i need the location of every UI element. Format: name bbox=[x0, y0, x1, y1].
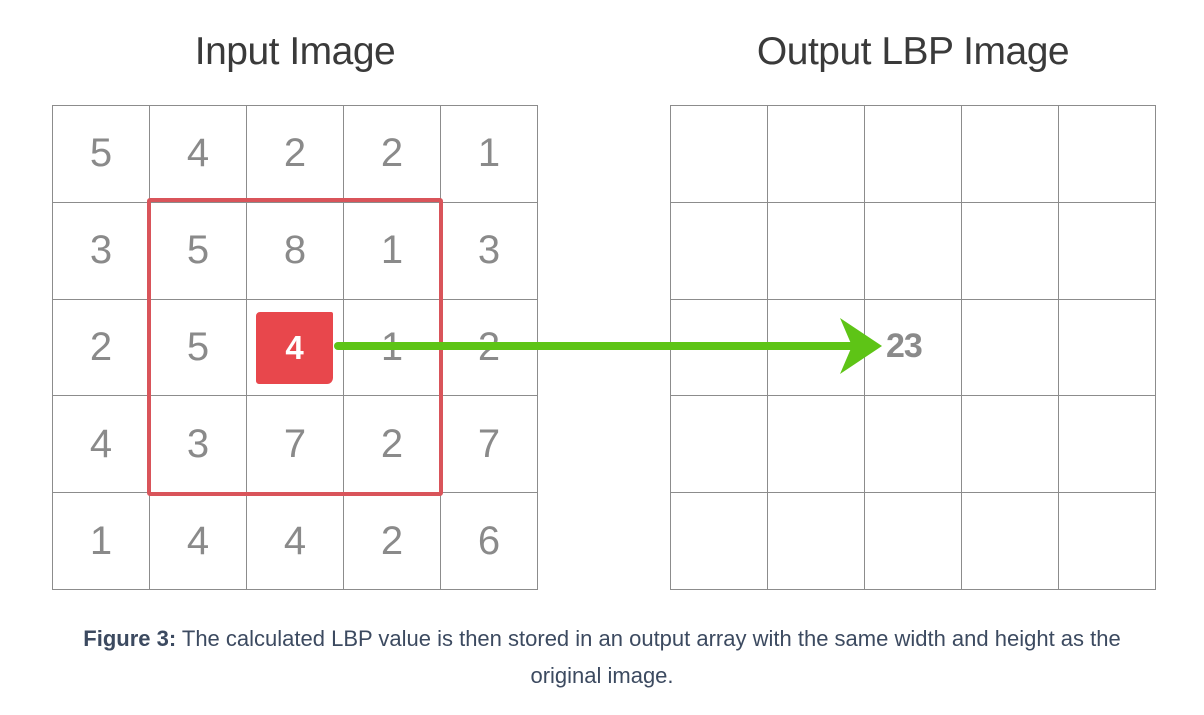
output-cell bbox=[865, 396, 962, 494]
output-cell bbox=[768, 493, 865, 590]
output-cell bbox=[865, 202, 962, 300]
output-cell bbox=[768, 396, 865, 494]
output-cell bbox=[671, 299, 768, 397]
input-cell: 4 bbox=[53, 396, 150, 494]
output-cell bbox=[962, 493, 1059, 590]
output-cell bbox=[1059, 202, 1156, 300]
input-cell: 2 bbox=[247, 106, 344, 203]
input-cell: 1 bbox=[441, 106, 538, 203]
input-cell: 7 bbox=[441, 396, 538, 494]
output-cell bbox=[1059, 299, 1156, 397]
figure-caption: Figure 3: The calculated LBP value is th… bbox=[60, 620, 1144, 694]
output-cell bbox=[865, 299, 962, 397]
input-image-title: Input Image bbox=[194, 30, 396, 73]
output-cell bbox=[962, 106, 1059, 203]
center-pixel-highlight: 4 bbox=[256, 312, 333, 384]
input-cell: 5 bbox=[150, 202, 247, 300]
output-cell bbox=[1059, 396, 1156, 494]
output-image-title: Output LBP Image bbox=[756, 30, 1070, 73]
input-cell: 4 bbox=[247, 493, 344, 590]
input-cell: 6 bbox=[441, 493, 538, 590]
output-cell bbox=[768, 106, 865, 203]
input-cell: 2 bbox=[53, 299, 150, 397]
input-cell: 3 bbox=[441, 202, 538, 300]
output-cell bbox=[1059, 493, 1156, 590]
input-cell: 4 bbox=[150, 106, 247, 203]
input-cell: 2 bbox=[441, 299, 538, 397]
output-cell bbox=[768, 202, 865, 300]
input-cell: 3 bbox=[53, 202, 150, 300]
lbp-output-value: 23 bbox=[886, 327, 923, 365]
input-cell: 5 bbox=[53, 106, 150, 203]
input-cell: 2 bbox=[344, 106, 441, 203]
caption-text: The calculated LBP value is then stored … bbox=[176, 626, 1121, 688]
output-cell bbox=[1059, 106, 1156, 203]
output-cell bbox=[865, 106, 962, 203]
output-cell bbox=[962, 396, 1059, 494]
output-cell bbox=[962, 299, 1059, 397]
output-cell bbox=[671, 493, 768, 590]
input-cell: 5 bbox=[150, 299, 247, 397]
input-cell: 1 bbox=[53, 493, 150, 590]
output-cell bbox=[962, 202, 1059, 300]
output-cell bbox=[671, 396, 768, 494]
output-cell bbox=[671, 106, 768, 203]
output-cell bbox=[865, 493, 962, 590]
output-cell bbox=[768, 299, 865, 397]
input-cell: 8 bbox=[247, 202, 344, 300]
input-cell: 2 bbox=[344, 493, 441, 590]
output-cell bbox=[671, 202, 768, 300]
caption-label: Figure 3: bbox=[83, 626, 177, 651]
input-cell: 4 bbox=[150, 493, 247, 590]
